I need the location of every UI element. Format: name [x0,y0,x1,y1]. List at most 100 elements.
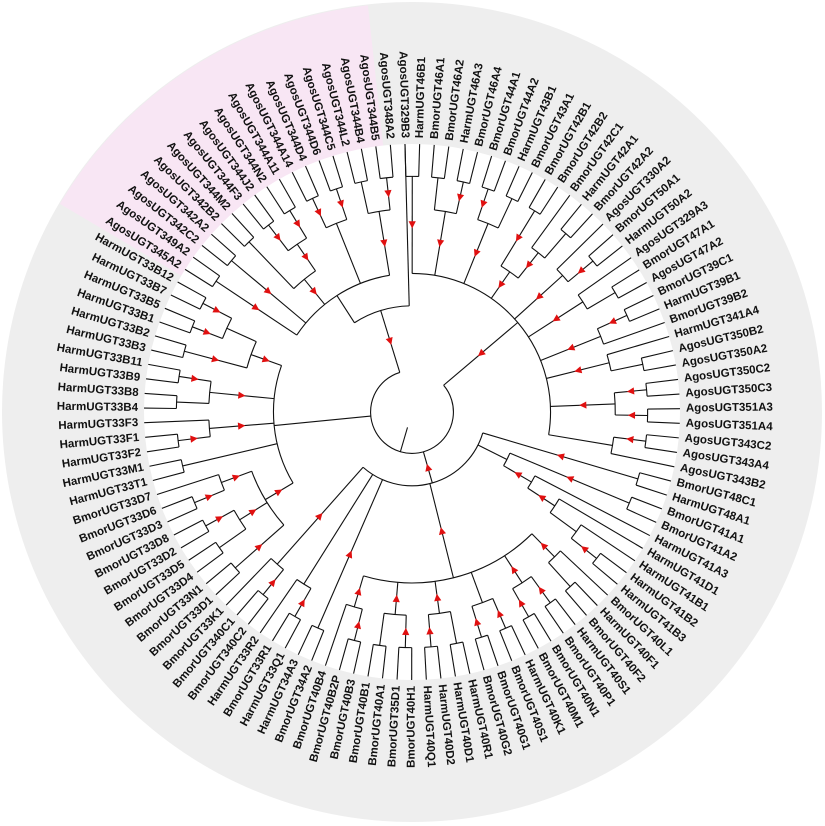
support-marker [315,513,323,521]
branch-line [291,172,308,202]
branch-line [318,160,331,192]
branch-line [493,160,506,192]
branch-line [156,474,219,496]
branch-line [431,144,435,178]
branch-line [436,646,442,679]
branch-line [231,213,255,238]
tip-label: HarmUGT33B4 [57,401,139,414]
branch-line [248,241,295,289]
branch-line [418,144,421,177]
support-marker [191,374,199,382]
branch-line [192,256,220,277]
support-marker [215,516,223,523]
support-marker [457,193,465,202]
branch-line [592,562,618,585]
branch-line [154,335,187,346]
support-marker [425,463,433,472]
branch-arc [477,219,499,229]
tip-label: HarmUGT33B8 [57,381,139,399]
branch-arc [363,533,533,584]
branch-line [534,475,651,537]
branch-line [159,321,191,334]
branch-line [424,647,427,680]
branch-line [225,558,272,606]
support-marker [238,391,246,399]
branch-line [606,335,670,356]
branch-line [338,638,349,671]
branch-line [600,552,627,574]
tip-label: HarmUGT33F3 [58,417,138,432]
support-marker [293,219,301,228]
branch-line [548,562,571,587]
branch-line [215,572,240,596]
branch-line [247,598,269,625]
branch-line [375,146,381,179]
branch-line [643,364,676,372]
support-marker [581,546,589,554]
branch-line [462,641,471,674]
branch-line [639,472,672,482]
support-marker [263,286,272,295]
branch-line [167,508,198,523]
support-marker [298,599,305,608]
branch-line [311,630,325,661]
branch-line [555,598,576,625]
branch-line [499,630,513,661]
support-marker [552,314,561,322]
branch-line [570,213,593,239]
support-marker [354,587,362,596]
branch-line [610,453,675,468]
support-marker [314,208,322,217]
branch-arc [362,432,484,487]
branch-line [381,646,387,679]
support-marker [392,594,400,603]
branch-arc [348,638,361,643]
tip-label: AgosUGT351A3 [686,402,773,415]
support-marker [268,579,276,588]
branch-arc [296,274,390,336]
support-marker [402,627,410,636]
branch-arc [450,641,463,646]
branch-line [180,530,210,549]
branch-line [522,619,539,649]
branch-line [242,203,264,230]
branch-line [549,512,577,533]
support-marker [426,627,434,635]
branch-line [629,308,660,322]
branch-line [586,292,616,310]
branch-arc [505,195,519,202]
tree-branches [144,144,680,681]
support-marker [301,252,309,261]
support-marker [497,610,504,619]
support-marker [474,248,481,257]
branch-line [539,186,559,215]
branch-line [623,295,654,311]
support-marker [254,544,263,552]
branch-arc [272,365,294,484]
branch-line [173,519,203,536]
node-support-markers [190,189,636,636]
branch-line [303,474,374,585]
branch-line [646,434,679,439]
tip-label: HarmUGT40Q1 [421,685,437,768]
support-marker [566,476,575,483]
support-marker [261,355,270,363]
branch-line [336,295,355,324]
support-marker [212,306,221,313]
support-marker [354,621,361,630]
branch-arc [175,395,178,409]
support-marker [579,401,587,409]
branch-line [151,349,183,359]
support-marker [608,317,617,324]
branch-arc [611,286,619,299]
branch-line [353,641,362,674]
branch-line [565,590,587,616]
support-marker [437,239,445,247]
branch-arc [244,237,255,247]
branch-arc [354,305,410,324]
branch-line [389,144,394,178]
branch-line [145,433,178,438]
support-marker [474,618,482,627]
support-marker [309,286,317,295]
